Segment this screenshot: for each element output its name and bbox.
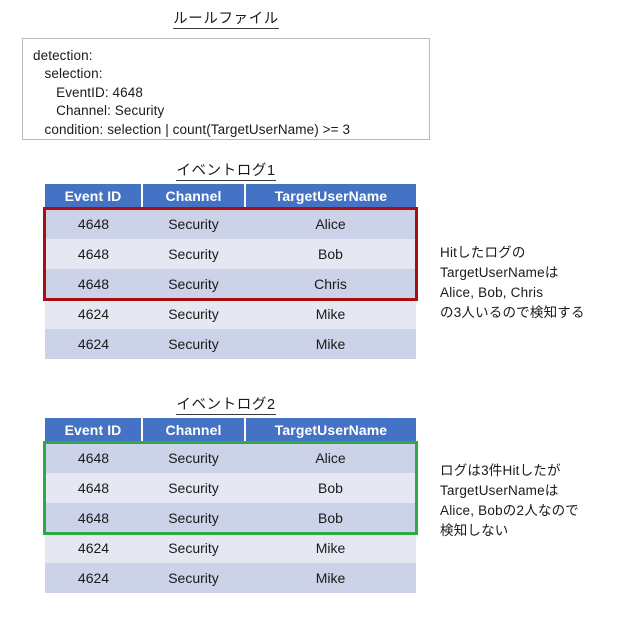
- event-log-2-title: イベントログ2: [0, 397, 452, 415]
- event-log-2-table-wrap: Event ID Channel TargetUserName 4648 Sec…: [43, 417, 418, 593]
- cell-event-id: 4648: [45, 442, 142, 473]
- cell-channel: Security: [142, 208, 245, 239]
- table-row: 4624 Security Mike: [45, 328, 416, 359]
- rule-file-box: detection: selection: EventID: 4648 Chan…: [22, 38, 430, 140]
- event-log-1-table: Event ID Channel TargetUserName 4648 Sec…: [45, 183, 416, 359]
- event-log-2-title-text: イベントログ2: [176, 397, 276, 415]
- event-log-2-note: ログは3件Hitしたが TargetUserNameは Alice, Bobの2…: [440, 463, 579, 538]
- table-row: 4648 Security Alice: [45, 442, 416, 473]
- event-log-1-block: イベントログ1 Event ID Channel TargetUserName …: [0, 163, 452, 359]
- table-row: 4624 Security Mike: [45, 298, 416, 329]
- table-row: 4648 Security Chris: [45, 268, 416, 299]
- table-row: 4624 Security Mike: [45, 562, 416, 593]
- cell-target-user-name: Mike: [245, 562, 416, 593]
- column-header-channel: Channel: [142, 417, 246, 443]
- cell-event-id: 4648: [45, 268, 142, 299]
- event-log-1-note: Hitしたログの TargetUserNameは Alice, Bob, Chr…: [440, 245, 585, 320]
- cell-event-id: 4648: [45, 238, 142, 269]
- event-log-2-table: Event ID Channel TargetUserName 4648 Sec…: [45, 417, 416, 593]
- cell-event-id: 4624: [45, 532, 142, 563]
- cell-channel: Security: [142, 442, 245, 473]
- cell-target-user-name: Mike: [245, 532, 416, 563]
- cell-target-user-name: Alice: [245, 208, 416, 239]
- column-header-event-id: Event ID: [45, 183, 143, 209]
- column-header-target-user-name: TargetUserName: [245, 417, 416, 443]
- cell-target-user-name: Mike: [245, 328, 416, 359]
- column-header-event-id: Event ID: [45, 417, 143, 443]
- cell-event-id: 4648: [45, 472, 142, 503]
- cell-target-user-name: Alice: [245, 442, 416, 473]
- cell-target-user-name: Chris: [245, 268, 416, 299]
- cell-channel: Security: [142, 472, 245, 503]
- cell-channel: Security: [142, 238, 245, 269]
- cell-channel: Security: [142, 532, 245, 563]
- table-header-row: Event ID Channel TargetUserName: [45, 417, 416, 443]
- cell-event-id: 4624: [45, 298, 142, 329]
- column-header-channel: Channel: [142, 183, 246, 209]
- cell-event-id: 4648: [45, 502, 142, 533]
- cell-channel: Security: [142, 502, 245, 533]
- cell-target-user-name: Bob: [245, 502, 416, 533]
- cell-channel: Security: [142, 268, 245, 299]
- event-log-1-table-wrap: Event ID Channel TargetUserName 4648 Sec…: [43, 183, 418, 359]
- cell-event-id: 4624: [45, 328, 142, 359]
- cell-channel: Security: [142, 298, 245, 329]
- rule-file-title-text: ルールファイル: [173, 11, 279, 29]
- table-row: 4648 Security Bob: [45, 502, 416, 533]
- cell-event-id: 4624: [45, 562, 142, 593]
- cell-target-user-name: Mike: [245, 298, 416, 329]
- table-row: 4624 Security Mike: [45, 532, 416, 563]
- table-row: 4648 Security Bob: [45, 472, 416, 503]
- rule-file-title: ルールファイル: [0, 11, 452, 29]
- cell-channel: Security: [142, 562, 245, 593]
- cell-channel: Security: [142, 328, 245, 359]
- rule-file-code: detection: selection: EventID: 4648 Chan…: [33, 48, 351, 137]
- column-header-target-user-name: TargetUserName: [245, 183, 416, 209]
- cell-target-user-name: Bob: [245, 238, 416, 269]
- event-log-2-block: イベントログ2 Event ID Channel TargetUserName …: [0, 397, 452, 593]
- event-log-1-title: イベントログ1: [0, 163, 452, 181]
- table-row: 4648 Security Bob: [45, 238, 416, 269]
- cell-event-id: 4648: [45, 208, 142, 239]
- cell-target-user-name: Bob: [245, 472, 416, 503]
- event-log-1-title-text: イベントログ1: [176, 163, 276, 181]
- table-header-row: Event ID Channel TargetUserName: [45, 183, 416, 209]
- table-row: 4648 Security Alice: [45, 208, 416, 239]
